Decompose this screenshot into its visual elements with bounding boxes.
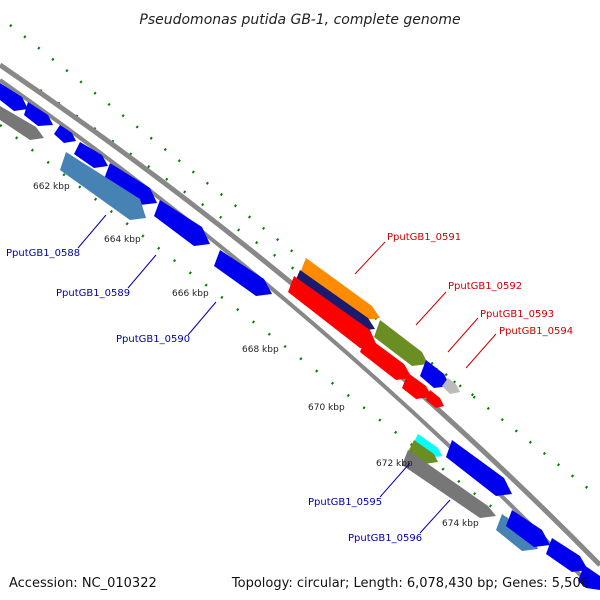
backbone-line-inner	[0, 78, 592, 587]
gene-arrow-blue[interactable]	[214, 250, 272, 296]
tick-label: 672 kbp	[376, 459, 413, 469]
gc-content-track	[0, 24, 591, 561]
gene-label-leader	[465, 333, 497, 369]
gene-label-leader	[379, 462, 411, 498]
gene-arrow-blue[interactable]	[154, 200, 210, 246]
gene-arrow-blue[interactable]	[446, 440, 512, 496]
gene-label-leaders	[77, 214, 497, 534]
accession-text: Accession: NC_010322	[9, 576, 157, 591]
gene-label[interactable]: PputGB1_0594	[499, 326, 573, 337]
gene-arrow-olive[interactable]	[408, 440, 438, 464]
gene-label[interactable]: PputGB1_0596	[348, 533, 422, 544]
gene-label[interactable]: PputGB1_0592	[448, 281, 522, 292]
gene-label[interactable]: PputGB1_0588	[6, 248, 80, 259]
gene-arrow-orange[interactable]	[300, 258, 380, 320]
gc-dots-outer	[9, 24, 591, 491]
tick-label: 668 kbp	[242, 345, 279, 355]
tick-label: 666 kbp	[172, 289, 209, 299]
gene-labels: PputGB1_0588 PputGB1_0589 PputGB1_0590 P…	[6, 232, 573, 544]
gene-label[interactable]: PputGB1_0590	[116, 334, 190, 345]
gene-label-leader	[187, 301, 217, 336]
gene-arrow-red[interactable]	[426, 390, 444, 408]
tick-label: 664 kbp	[104, 235, 141, 245]
backbone	[0, 62, 600, 587]
gene-arrow-grey[interactable]	[0, 106, 44, 140]
gene-arrow-red[interactable]	[288, 276, 377, 348]
gene-arrow-blue[interactable]	[420, 360, 450, 388]
gene-arrow-olive[interactable]	[374, 320, 428, 366]
gene-label-leader	[419, 499, 451, 534]
gene-arrow-blue[interactable]	[74, 142, 108, 168]
gene-label[interactable]: PputGB1_0589	[56, 288, 130, 299]
map-title: Pseudomonas putida GB-1, complete genome	[139, 12, 460, 28]
gene-label[interactable]: PputGB1_0591	[387, 232, 461, 243]
gene-arrow-grey[interactable]	[402, 450, 496, 518]
gene-label-leader	[415, 291, 447, 326]
gene-label-leader	[354, 241, 386, 275]
gene-arrow-navy[interactable]	[294, 270, 375, 331]
gene-label-leader	[447, 317, 479, 353]
gene-arrow-cyan[interactable]	[412, 434, 442, 458]
gene-arrow-blue[interactable]	[24, 102, 53, 126]
gene-track	[0, 83, 600, 590]
gene-arrow-steel[interactable]	[60, 152, 146, 220]
gc-dots-middle	[39, 88, 481, 402]
gene-label-leader	[77, 214, 107, 249]
gc-dots-inner	[0, 124, 561, 561]
gene-arrow-blue[interactable]	[0, 83, 28, 111]
tick-label: 670 kbp	[308, 403, 345, 413]
tick-label: 662 kbp	[33, 182, 70, 192]
gene-arrow-blue[interactable]	[104, 163, 157, 205]
gene-arrow-blue[interactable]	[546, 538, 588, 572]
tick-labels: 662 kbp 664 kbp 666 kbp 668 kbp 670 kbp …	[33, 182, 479, 529]
gene-label-leader	[127, 254, 157, 289]
gene-arrow-blue[interactable]	[54, 125, 76, 143]
gene-arrow-blue[interactable]	[506, 510, 550, 547]
gene-arrow-red[interactable]	[402, 373, 432, 399]
tick-label: 674 kbp	[442, 519, 479, 529]
gene-label[interactable]: PputGB1_0595	[308, 497, 382, 508]
gene-arrow-lightgrey[interactable]	[442, 378, 460, 394]
genome-summary-text: Topology: circular; Length: 6,078,430 bp…	[231, 576, 589, 591]
gene-arrow-red[interactable]	[360, 336, 412, 380]
gene-arrow-blue[interactable]	[578, 565, 600, 590]
gene-label[interactable]: PputGB1_0593	[480, 309, 554, 320]
